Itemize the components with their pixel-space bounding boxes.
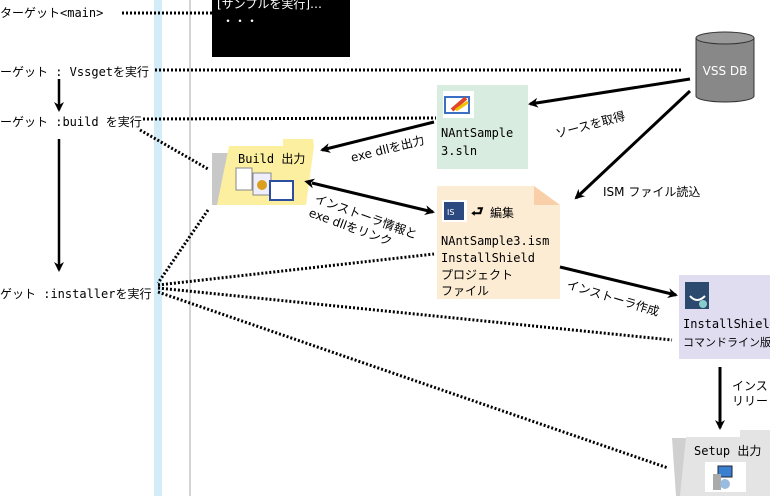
- ism-edit-label: 編集: [490, 205, 514, 220]
- target-vssget-label: ーゲット : Vssgetを実行: [0, 64, 149, 79]
- arrow-read-ism: [574, 89, 692, 200]
- setup-output-label: Setup 出力: [694, 444, 761, 458]
- vss-db-cylinder: VSS DB: [695, 31, 755, 103]
- console-line-1: [サンプルを実行]…: [217, 0, 322, 11]
- ism-line-1: NAntSample3.ism: [441, 234, 549, 248]
- console-window: [212, 0, 350, 57]
- return-arrow-icon: ⮐: [471, 204, 484, 220]
- svg-text:IS: IS: [447, 208, 454, 217]
- label-release-2: リリー: [732, 394, 768, 408]
- sln-name-line-2: 3.sln: [441, 144, 477, 158]
- setup-output-folder: Setup 出力: [672, 430, 770, 496]
- label-read-ism: ISM ファイル読込: [603, 184, 700, 199]
- arrow-get-source: [528, 77, 691, 108]
- build-files-icon: [235, 167, 294, 201]
- label-output-exe: exe dllを出力: [349, 133, 426, 165]
- ism-file-box: IS ⮐ 編集 NAntSample3.ism InstallShield プロ…: [437, 186, 560, 299]
- setup-installer-icon: [705, 462, 746, 492]
- dotted-links: [122, 11, 683, 470]
- target-build-label: ーゲット :build を実行: [0, 114, 142, 129]
- console-line-2: ・・・: [222, 14, 258, 28]
- ism-line-2: InstallShield: [441, 251, 535, 265]
- label-release-1: インス: [732, 379, 768, 393]
- target-installer-label: ゲット :installerを実行: [0, 286, 151, 301]
- ism-line-3: プロジェクト: [441, 268, 513, 282]
- installshield-cli-line-2: コマンドライン版: [683, 335, 770, 349]
- installshield-cli-icon: [685, 282, 709, 309]
- installshield-cli-line-1: InstallShield: [683, 317, 770, 331]
- target-main-label: ターゲット<main>: [0, 6, 103, 20]
- build-output-folder: Build 出力: [212, 139, 314, 205]
- timeline-bar: [154, 0, 162, 496]
- installshield-project-icon: IS: [442, 200, 467, 222]
- vss-db-label: VSS DB: [703, 64, 748, 78]
- label-get-source: ソースを取得: [554, 108, 627, 141]
- arrow-create-installer: [559, 265, 678, 298]
- arrow-output-exe: [320, 120, 435, 153]
- sln-name-line-1: NAntSample: [441, 126, 513, 140]
- visual-studio-icon: [443, 91, 474, 118]
- ism-line-4: ファイル: [441, 284, 489, 298]
- label-create-installer: インストーラ作成: [565, 277, 661, 318]
- build-output-label: Build 出力: [238, 152, 305, 166]
- arrow-link: [304, 178, 435, 215]
